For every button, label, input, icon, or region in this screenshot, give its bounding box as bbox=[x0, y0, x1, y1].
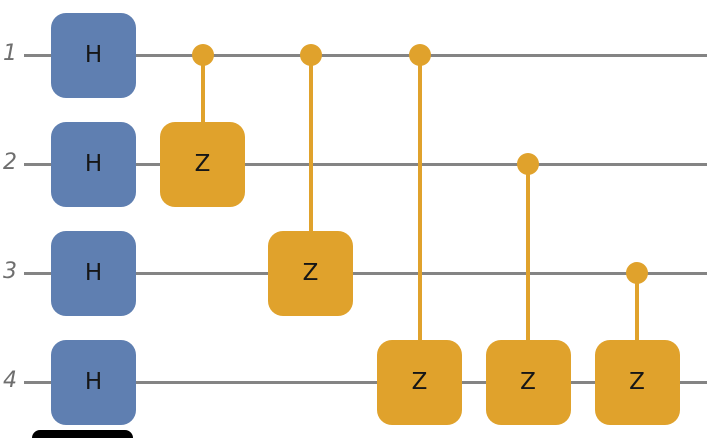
cz-control-dot bbox=[408, 44, 431, 66]
qubit-wire bbox=[24, 53, 707, 57]
hadamard-gate: H bbox=[51, 230, 136, 316]
hadamard-gate: H bbox=[51, 12, 136, 98]
qubit-wire bbox=[24, 162, 707, 166]
qubit-label: 3 bbox=[3, 259, 17, 285]
cz-connector-line bbox=[635, 273, 639, 382]
gate-letter: Z bbox=[194, 150, 211, 177]
cz-control-dot bbox=[191, 44, 214, 66]
cz-z-gate: Z bbox=[160, 121, 245, 207]
cz-connector-line bbox=[200, 55, 205, 164]
gate-letter: H bbox=[84, 150, 103, 177]
cz-connector-line bbox=[526, 164, 530, 382]
gate-letter: H bbox=[84, 259, 103, 286]
gate-letter: Z bbox=[520, 368, 536, 395]
gate-letter: Z bbox=[411, 368, 428, 395]
cz-z-gate: Z bbox=[485, 339, 571, 425]
cz-control-dot bbox=[299, 44, 322, 66]
hadamard-gate: H bbox=[51, 121, 136, 207]
cz-control-dot bbox=[517, 153, 539, 175]
gate-letter: H bbox=[84, 368, 103, 395]
qubit-wire bbox=[24, 271, 707, 275]
cz-z-gate: Z bbox=[268, 230, 353, 316]
cz-control-dot bbox=[626, 262, 648, 284]
cz-connector-line bbox=[308, 55, 313, 273]
cz-connector-line bbox=[417, 55, 422, 382]
gate-letter: Z bbox=[629, 368, 645, 395]
hadamard-gate: H bbox=[51, 339, 136, 425]
qubit-label: 2 bbox=[3, 150, 17, 176]
gate-letter: Z bbox=[302, 259, 319, 286]
cz-z-gate: Z bbox=[377, 339, 462, 425]
qubit-label: 4 bbox=[3, 368, 17, 394]
qubit-wire bbox=[24, 380, 707, 384]
qubit-label: 1 bbox=[3, 41, 17, 67]
gate-letter: H bbox=[84, 41, 103, 68]
cropped-black-box bbox=[32, 430, 133, 438]
cz-z-gate: Z bbox=[594, 339, 680, 425]
